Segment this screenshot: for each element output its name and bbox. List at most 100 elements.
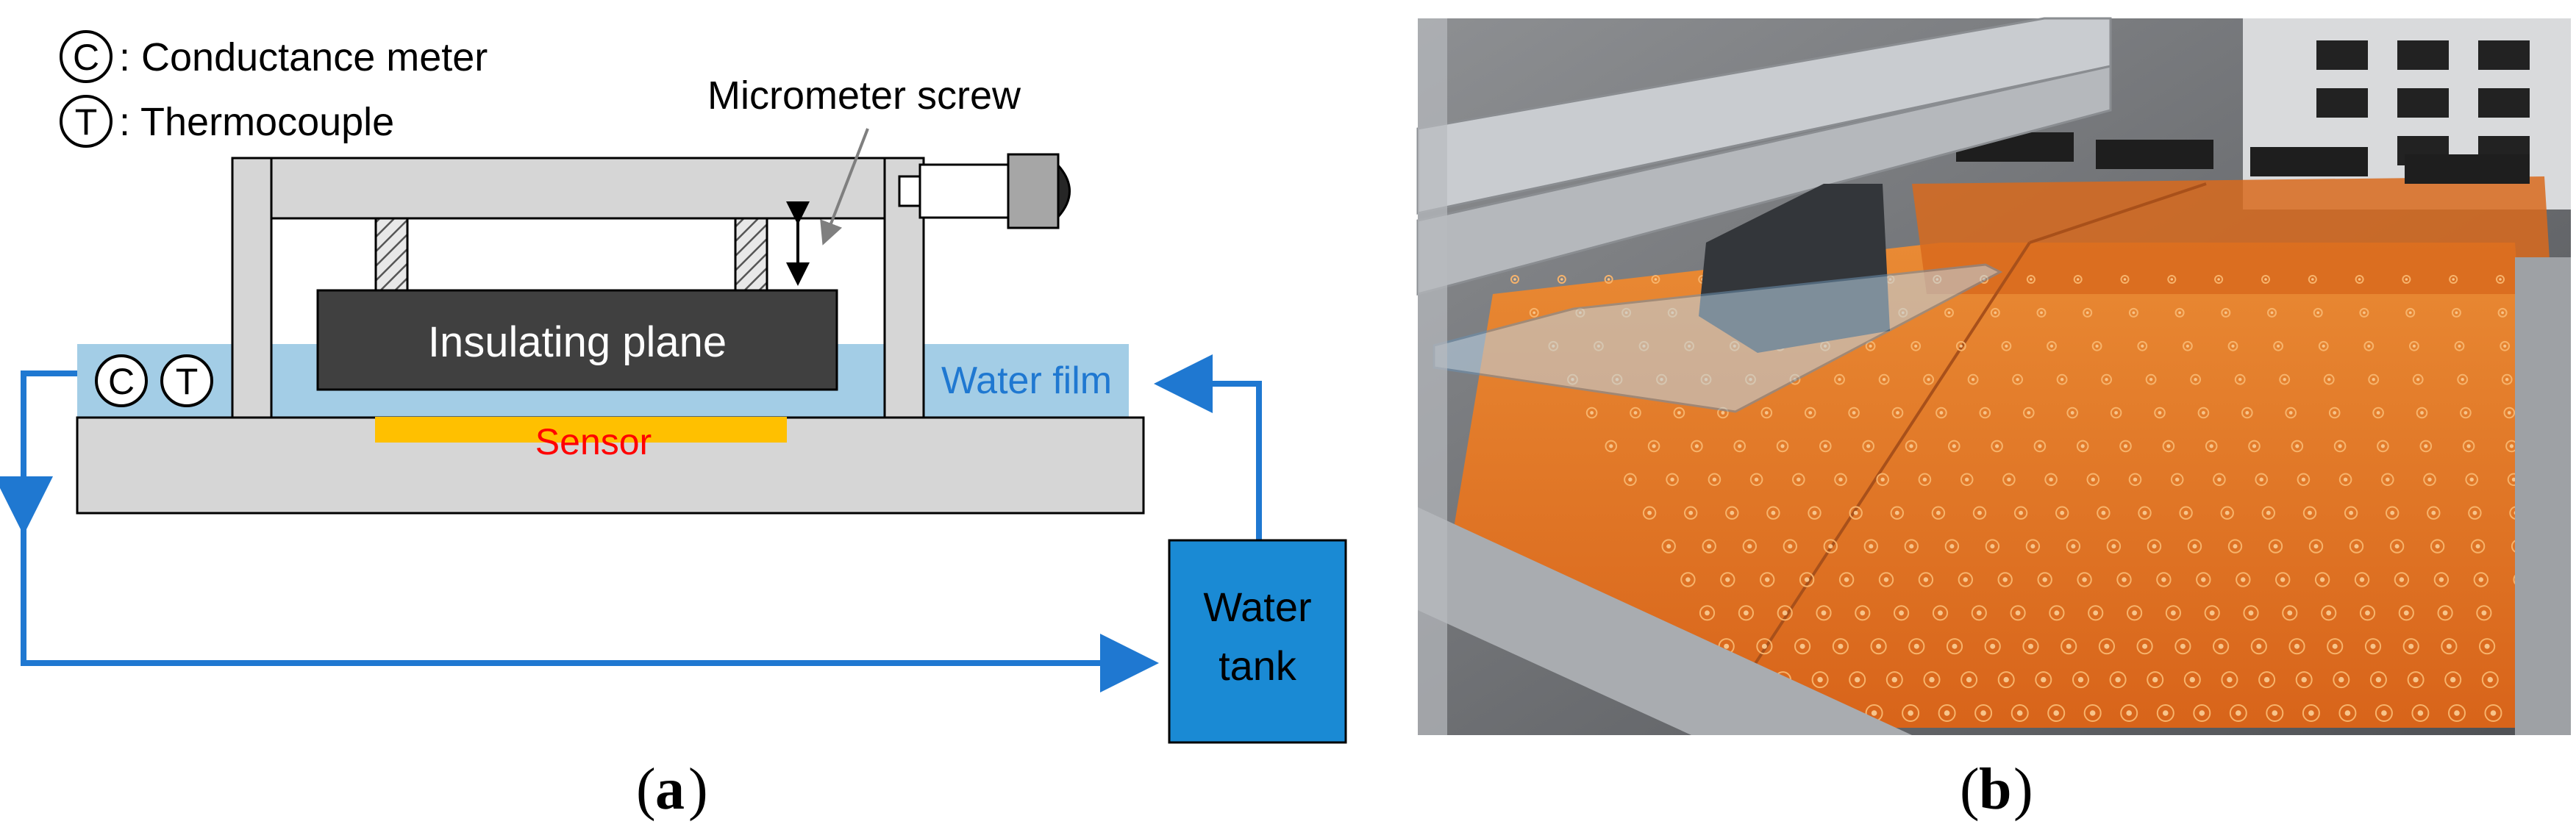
sensor-electrode-center	[1764, 411, 1769, 415]
sensor-electrode-center	[2301, 477, 2306, 481]
sensor-electrode-center	[2166, 444, 2171, 448]
sensor-electrode-center	[1838, 378, 1841, 382]
caption-a: ( a )	[636, 757, 708, 822]
sensor-electrode	[2364, 638, 2382, 655]
sensor-electrode-center	[2082, 577, 2087, 582]
sensor-electrode-center	[1797, 477, 1801, 481]
sensor-electrode-center	[2227, 676, 2233, 683]
sensor-electrode	[2077, 572, 2092, 587]
sensor-electrode	[1823, 539, 1838, 554]
sensor-electrode-center	[2505, 378, 2509, 382]
sensor-electrode-center	[2442, 610, 2448, 616]
sensor-electrode	[2318, 340, 2329, 351]
sensor-electrode-center	[2030, 544, 2036, 549]
sensor-electrode	[2091, 340, 2102, 351]
panel-b-photo: ( b )	[1416, 17, 2571, 822]
sensor-electrode-center	[2338, 676, 2344, 683]
sensor-electrode	[2154, 407, 2166, 419]
sensor-electrode	[1971, 605, 1987, 621]
sensor-electrode-center	[2038, 444, 2042, 448]
sensor-electrode	[2086, 473, 2100, 487]
conductance-meter-symbol	[60, 30, 113, 83]
sensor-electrode-center	[2490, 710, 2497, 716]
sensor-electrode	[1749, 473, 1763, 487]
sensor-electrode	[2083, 307, 2093, 318]
sensor-electrode-center	[1971, 378, 1975, 382]
insulating-plane	[316, 289, 838, 391]
sensor-electrode-center	[1780, 444, 1785, 448]
sensor-electrode-center	[2507, 411, 2511, 415]
sensor-electrode	[1938, 704, 1956, 722]
sensor-electrode-center	[2372, 378, 2375, 382]
sensor-electrode-center	[2503, 344, 2507, 348]
sensor-electrode-center	[2066, 643, 2072, 649]
sensor-electrode-center	[1853, 510, 1858, 515]
sensor-electrode	[2002, 473, 2016, 487]
sensor-electrode-center	[2042, 577, 2047, 582]
sensor-electrode-center	[2183, 510, 2188, 515]
sensor-electrode-center	[2499, 278, 2502, 281]
micrometer-screw-label: Micrometer screw	[707, 74, 1021, 118]
sensor-electrode	[2025, 539, 2041, 554]
sensor-electrode-center	[2233, 544, 2238, 549]
sensor-electrode-center	[2142, 643, 2148, 649]
sensor-electrode-center	[2231, 344, 2235, 348]
legend-thermocouple: T : Thermocouple	[60, 95, 394, 148]
sensor-electrode-center	[2270, 311, 2274, 315]
sensor-electrode	[1948, 440, 1960, 453]
sensor-electrode-center	[2469, 477, 2474, 481]
sensor-electrode-center	[1838, 477, 1843, 481]
sensor-electrode	[1923, 671, 1941, 689]
sensor-electrode-center	[2049, 344, 2054, 348]
sensor-electrode-center	[2487, 676, 2493, 683]
sensor-electrode-center	[2376, 411, 2380, 415]
sensor-electrode-center	[1936, 510, 1941, 515]
sensor-electrode	[1862, 440, 1874, 453]
sensor-electrode	[2457, 373, 2469, 385]
sensor-electrode-center	[2161, 577, 2166, 582]
sensor-electrode	[1756, 638, 1773, 655]
sensor-electrode	[2241, 407, 2253, 419]
sensor-electrode	[2012, 373, 2024, 385]
sensor-electrode-center	[2416, 378, 2420, 382]
sensor-electrode-center	[2288, 411, 2293, 415]
sensor-electrode	[2416, 407, 2428, 419]
sensor-electrode	[2055, 506, 2069, 520]
sensor-electrode-center	[2180, 643, 2186, 649]
sensor-electrode-center	[1947, 311, 1951, 315]
sensor-electrode-center	[1685, 577, 1691, 582]
frame-top-beam	[270, 157, 886, 220]
sensor-electrode-center	[2412, 344, 2416, 348]
sensor-electrode	[2476, 605, 2492, 621]
sensor-electrode	[2097, 506, 2111, 520]
sensor-electrode-center	[2158, 411, 2162, 415]
sensor-electrode-center	[1980, 710, 1986, 716]
sensor-electrode	[2430, 539, 2445, 554]
sensor-electrode-center	[1823, 444, 1827, 448]
sensor-electrode	[2407, 671, 2425, 689]
sensor-electrode	[2402, 275, 2411, 284]
sensor-electrode-center	[2114, 411, 2119, 415]
sensor-electrode-center	[2049, 477, 2053, 481]
sensor-electrode-center	[2171, 610, 2176, 616]
sensor-electrode	[2285, 407, 2297, 419]
sensor-electrode	[2047, 704, 2066, 722]
sensor-electrode	[2308, 275, 2317, 284]
sensor-electrode	[2468, 506, 2482, 520]
sensor-electrode-center	[2313, 544, 2319, 549]
sensor-electrode-center	[2152, 544, 2157, 549]
sensor-electrode	[2389, 539, 2405, 554]
sensor-electrode	[2037, 572, 2052, 587]
display-3	[2478, 40, 2530, 70]
sensor-electrode	[2261, 506, 2276, 520]
sensor-electrode	[1738, 605, 1754, 621]
sensor-electrode	[2213, 473, 2226, 487]
sensor-electrode-center	[2070, 411, 2074, 415]
sensor-electrode-center	[1909, 444, 1913, 448]
sensor-electrode-center	[2431, 510, 2436, 515]
sensor-electrode-center	[1866, 444, 1871, 448]
sensor-electrode	[2412, 373, 2424, 385]
sensor-electrode-center	[2484, 643, 2490, 649]
sensor-electrode-center	[1788, 544, 1793, 549]
sensor-electrode	[2190, 373, 2202, 385]
